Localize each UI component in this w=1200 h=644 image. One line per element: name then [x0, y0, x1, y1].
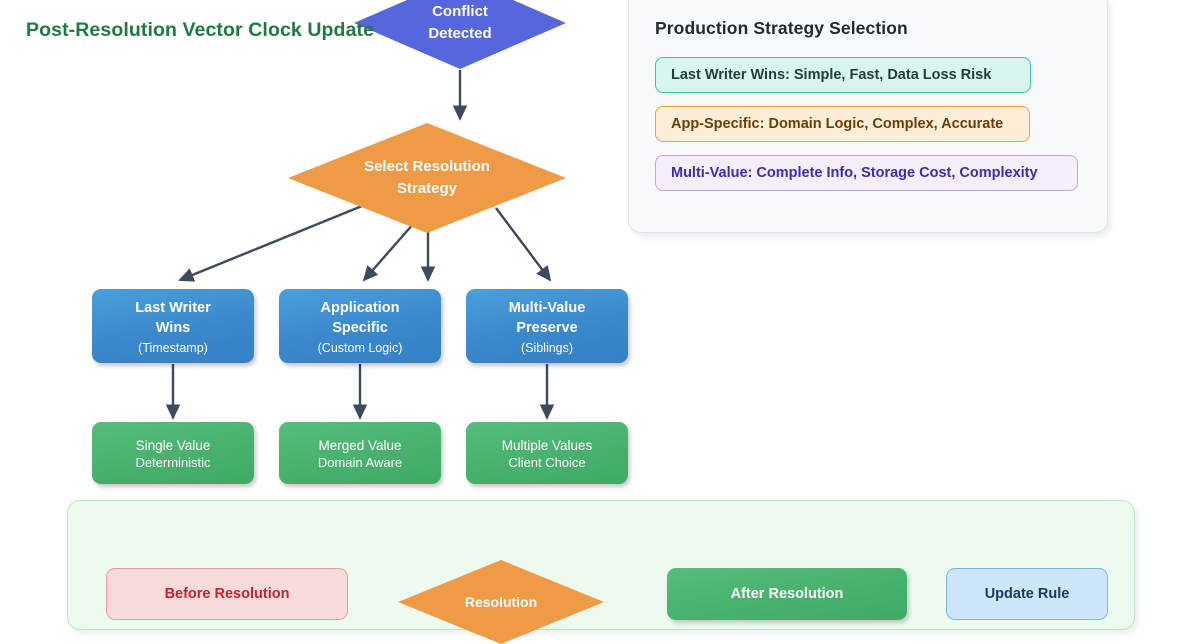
step-update-rule[interactable]: Update Rule [946, 568, 1108, 620]
single-value-subtitle: Deterministic [135, 455, 211, 471]
step-after-resolution[interactable]: After Resolution [667, 568, 907, 620]
app-subtitle: (Custom Logic) [317, 340, 403, 355]
app-title-line2: Specific [332, 319, 388, 336]
strategy-label-line1: Select Resolution [364, 157, 490, 175]
strategy-row-last-writer-wins-label: Last Writer Wins: Simple, Fast, Data Los… [671, 67, 992, 83]
node-application-specific[interactable]: Application Specific (Custom Logic) [279, 289, 441, 363]
vector-clock-update-panel-title: Post-Resolution Vector Clock Update [26, 19, 375, 41]
edge-strategy-to-lww [178, 204, 363, 282]
node-select-resolution-strategy[interactable]: Select Resolution Strategy [288, 123, 566, 233]
node-multiple-values[interactable]: Multiple Values Client Choice [466, 422, 628, 484]
step-before-resolution-label: Before Resolution [164, 586, 290, 602]
multiple-values-title: Multiple Values [501, 437, 593, 453]
multivalue-subtitle: (Siblings) [520, 340, 574, 355]
conflict-label-line2: Detected [428, 25, 492, 42]
strategy-row-last-writer-wins[interactable]: Last Writer Wins: Simple, Fast, Data Los… [655, 57, 1031, 93]
step-resolution-label: Resolution [464, 593, 538, 610]
merged-value-subtitle: Domain Aware [317, 455, 403, 471]
node-merged-value[interactable]: Merged Value Domain Aware [279, 422, 441, 484]
lww-title-line2: Wins [155, 319, 191, 336]
multiple-values-subtitle: Client Choice [508, 455, 586, 471]
merged-value-title: Merged Value [318, 437, 402, 453]
production-strategy-panel-title: Production Strategy Selection [655, 18, 908, 38]
node-multi-value-preserve[interactable]: Multi-Value Preserve (Siblings) [466, 289, 628, 363]
node-single-value[interactable]: Single Value Deterministic [92, 422, 254, 484]
conflict-label-line1: Conflict [432, 2, 488, 20]
strategy-row-app-specific-label: App-Specific: Domain Logic, Complex, Acc… [671, 116, 1004, 132]
lww-title-line1: Last Writer [135, 299, 211, 316]
strategy-row-app-specific[interactable]: App-Specific: Domain Logic, Complex, Acc… [655, 106, 1030, 142]
step-update-rule-label: Update Rule [984, 586, 1070, 602]
node-last-writer-wins[interactable]: Last Writer Wins (Timestamp) [92, 289, 254, 363]
edge-strategy-to-multivalue [495, 207, 552, 282]
app-title-line1: Application [320, 299, 400, 316]
multivalue-title-line1: Multi-Value [508, 299, 586, 316]
lww-subtitle: (Timestamp) [138, 340, 208, 355]
single-value-title: Single Value [135, 437, 211, 453]
strategy-row-multi-value-label: Multi-Value: Complete Info, Storage Cost… [671, 165, 1038, 181]
strategy-row-multi-value[interactable]: Multi-Value: Complete Info, Storage Cost… [655, 155, 1078, 191]
production-strategy-panel: Production Strategy Selection Last Write… [628, 0, 1108, 233]
strategy-label-line2: Strategy [396, 180, 458, 197]
flowchart-canvas: Conflict Detected Select Resolution Stra… [26, 0, 1135, 644]
step-before-resolution[interactable]: Before Resolution [106, 568, 348, 620]
node-conflict-detected[interactable]: Conflict Detected [354, 0, 566, 69]
step-after-resolution-label: After Resolution [730, 586, 844, 602]
multivalue-title-line2: Preserve [516, 319, 578, 336]
